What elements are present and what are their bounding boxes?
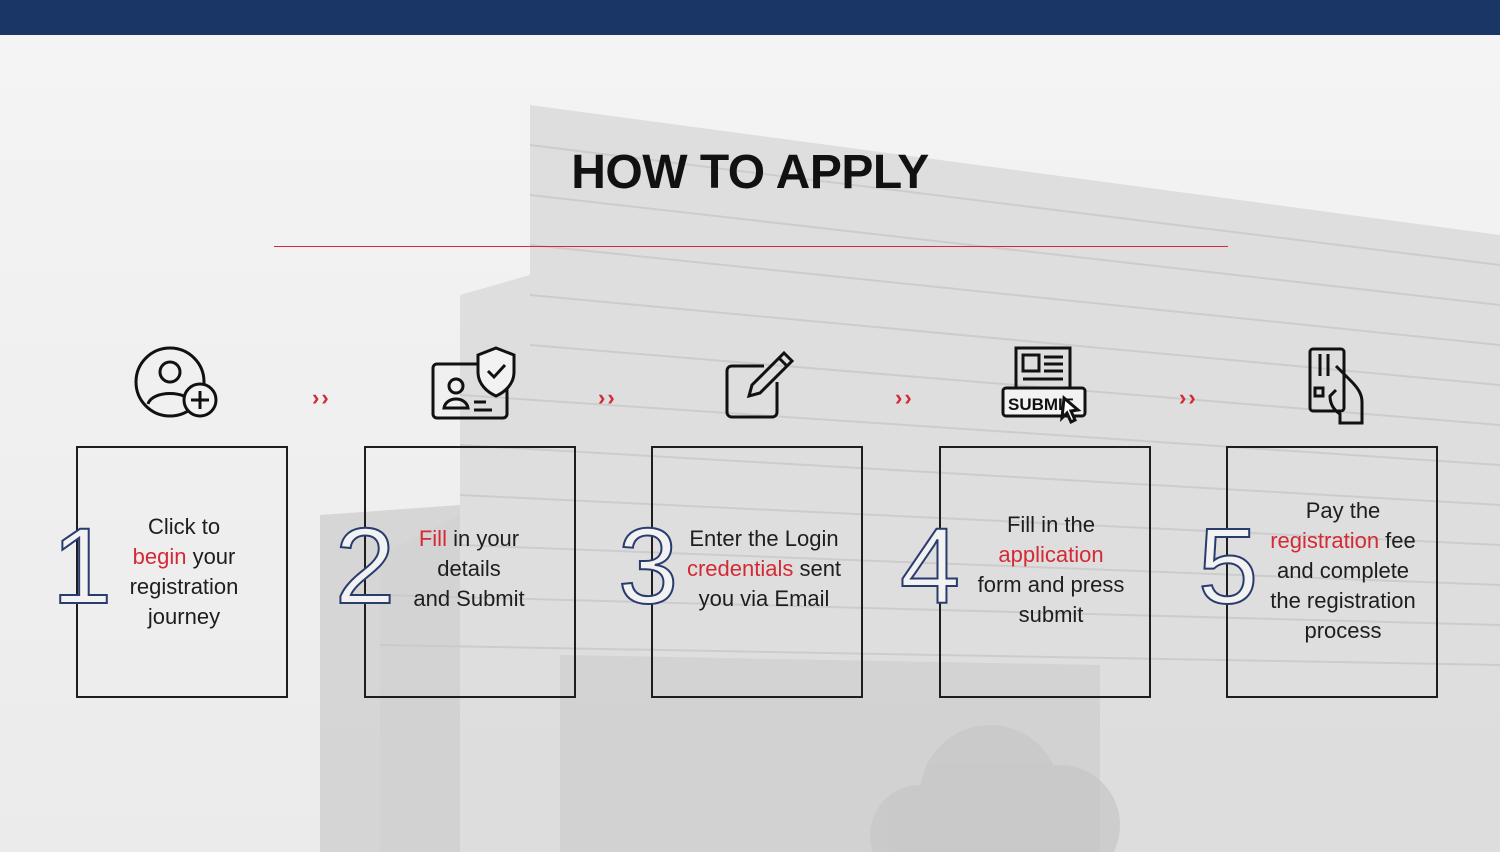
step-text-2: Fill in your details and Submit: [413, 526, 525, 611]
step-number-5: 5: [1197, 505, 1259, 626]
submit-form-icon: SUBMIT: [1000, 346, 1090, 432]
step-text-5: Pay the registration fee and complete th…: [1270, 498, 1416, 643]
step-box-1: [76, 446, 288, 698]
step-box-4: [939, 446, 1151, 698]
step-separator: ››: [312, 385, 331, 410]
step-separator: ››: [1179, 385, 1198, 410]
edit-pen-icon: [724, 350, 796, 420]
step-box-2: [364, 446, 576, 698]
step-number-3: 3: [617, 505, 679, 626]
step-box-3: [651, 446, 863, 698]
step-separator: ››: [598, 385, 617, 410]
step-text-4: Fill in the application form and press s…: [977, 512, 1125, 627]
submit-icon-text: SUBMIT: [1008, 395, 1074, 414]
step-text-3: Enter the Login credentials sent you via…: [686, 526, 842, 611]
step-number-1: 1: [51, 505, 113, 626]
user-add-icon: [134, 346, 220, 420]
step-separator: ››: [895, 385, 914, 410]
step-box-5: [1226, 446, 1438, 698]
step-number-2: 2: [334, 505, 396, 626]
id-card-shield-icon: [430, 344, 518, 422]
top-bar: [0, 0, 1500, 35]
card-payment-icon: [1306, 346, 1368, 426]
title-divider: [274, 246, 1228, 247]
step-number-4: 4: [899, 505, 961, 626]
page-title: HOW TO APPLY: [571, 146, 929, 199]
step-text-1: Click to begin your registration journey: [129, 514, 239, 629]
